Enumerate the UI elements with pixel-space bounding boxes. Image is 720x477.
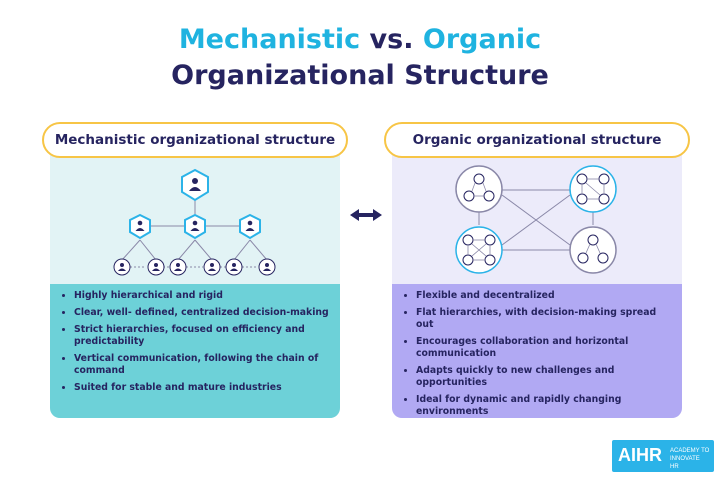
mechanistic-bullet-2: Clear, well- defined, centralized decisi… — [74, 307, 330, 319]
title-line-1: Mechanistic vs. Organic — [0, 24, 720, 55]
title-mechanistic: Mechanistic — [178, 24, 361, 55]
organic-bullet-1: Flexible and decentralized — [416, 290, 672, 302]
top-node-icon — [181, 168, 209, 202]
organic-bullet-3: Encourages collaboration and horizontal … — [416, 336, 672, 360]
aihr-logo: AIHR ACADEMY TO INNOVATE HR — [612, 440, 714, 472]
organic-bullet-5: Ideal for dynamic and rapidly changing e… — [416, 394, 672, 418]
title-organic: Organic — [422, 24, 542, 55]
network-diagram — [455, 165, 617, 274]
title-line-2: Organizational Structure — [171, 60, 549, 91]
mechanistic-bullet-5: Suited for stable and mature industries — [74, 382, 330, 394]
mid-node-icons — [129, 213, 261, 240]
mechanistic-heading: Mechanistic organizational structure — [42, 122, 348, 158]
mechanistic-bullet-4: Vertical communication, following the ch… — [74, 353, 330, 377]
mechanistic-bullet-1: Highly hierarchical and rigid — [74, 290, 330, 302]
title-vs: vs. — [360, 24, 423, 55]
organic-bullets: Flexible and decentralized Flat hierarch… — [392, 284, 682, 418]
double-arrow-icon — [350, 209, 382, 221]
organic-bullet-4: Adapts quickly to new challenges and opp… — [416, 365, 672, 389]
mechanistic-bullets: Highly hierarchical and rigid Clear, wel… — [50, 284, 340, 418]
organic-bullet-2: Flat hierarchies, with decision-making s… — [416, 307, 672, 331]
mechanistic-bullet-3: Strict hierarchies, focused on efficienc… — [74, 324, 330, 348]
logo-name: AIHR — [618, 445, 662, 465]
hierarchy-diagram — [113, 168, 276, 276]
logo-tagline: ACADEMY TO INNOVATE HR — [670, 448, 710, 470]
organic-heading: Organic organizational structure — [384, 122, 690, 158]
